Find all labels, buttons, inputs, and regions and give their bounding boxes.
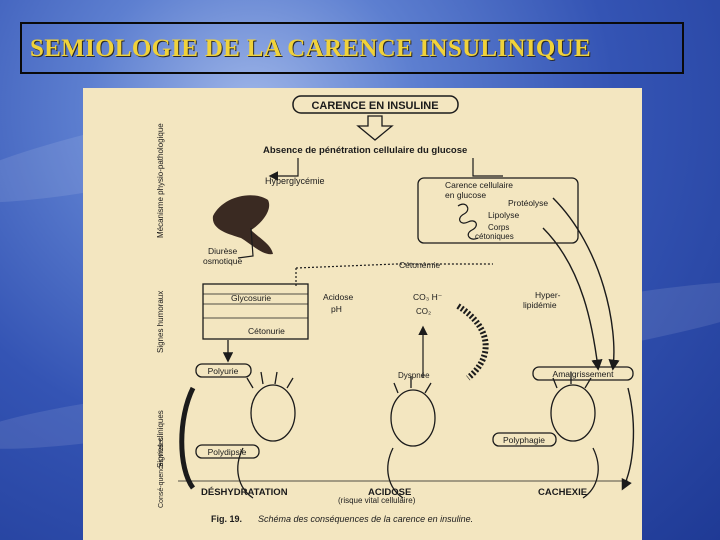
spiral-icon	[457, 203, 479, 240]
left-curved-arrow	[179, 386, 196, 490]
head-middle-icon	[387, 376, 436, 499]
cetoniques-label: cétoniques	[475, 232, 514, 241]
side-label-cliniques: Signes cliniques	[156, 410, 165, 468]
proteolyse-label: Protéolyse	[508, 198, 548, 208]
side-label-consequences: Consé-quences vitales	[158, 437, 165, 508]
amaigrissement-label: Amaigrissement	[553, 369, 615, 379]
head-left-icon	[237, 371, 296, 499]
carence-box	[292, 95, 459, 114]
corps-label: Corps	[488, 223, 509, 232]
caption-text: Schéma des conséquences de la carence en…	[258, 514, 473, 524]
pancreas-icon	[212, 195, 273, 255]
caption-fig: Fig. 19.	[211, 514, 242, 524]
head-right-icon	[550, 372, 599, 499]
hollow-arrow-down	[356, 115, 394, 141]
co3h-label: CO₃ H⁻	[413, 292, 443, 302]
glycosurie-label: Glycosurie	[231, 293, 271, 303]
hyperlipidemie-label: Hyper-	[535, 290, 561, 300]
carence-label: CARENCE EN INSULINE	[311, 100, 438, 112]
slide-title-box: SEMIOLOGIE DE LA CARENCE INSULINIQUE	[20, 22, 684, 74]
diurese-label: Diurèse	[208, 246, 238, 256]
cetonemie-line	[295, 263, 493, 269]
polyurie-box	[195, 363, 252, 378]
deshydratation-label: DÉSHYDRATATION	[201, 487, 288, 498]
dyspnee-label: Dyspnée	[398, 371, 430, 380]
arc-arrow	[542, 227, 603, 371]
carence-cellulaire-label-2: en glucose	[445, 190, 486, 200]
polydipsie-label: Polydipsie	[208, 447, 247, 457]
amaigrissement-box	[532, 366, 634, 381]
right-curved-arrow	[621, 387, 635, 491]
slide-title: SEMIOLOGIE DE LA CARENCE INSULINIQUE	[30, 35, 591, 62]
cachexie-label: CACHEXIE	[538, 487, 587, 498]
urine-container	[202, 283, 309, 340]
lipolyse-label: Lipolyse	[488, 210, 519, 220]
absence-label: Absence de pénétration cellulaire du glu…	[263, 145, 467, 156]
co2-label: CO₂	[416, 307, 431, 316]
acidose-label: ACIDOSE	[368, 487, 411, 498]
arc-arrow	[552, 197, 620, 371]
hyperlipidemie-label-2: lipidémie	[523, 300, 557, 310]
cetonurie-label: Cétonurie	[248, 326, 285, 336]
polydipsie-box	[195, 444, 260, 459]
diurese-arrow	[237, 227, 254, 259]
split-line-right	[472, 158, 503, 177]
cell-box	[417, 177, 579, 244]
side-label-humoraux: Signes humoraux	[156, 291, 165, 353]
hyperglycemie-label: Hyperglycémie	[265, 176, 325, 186]
polyphagie-box	[492, 432, 557, 447]
acidose-ph-label: Acidose	[323, 292, 354, 302]
polyurie-label: Polyurie	[208, 366, 239, 376]
side-label-mecanisme: Mécanisme physio-pathologique	[156, 123, 165, 238]
ph-label: pH	[331, 304, 342, 314]
striped-arrow	[456, 303, 489, 381]
carence-cellulaire-label: Carence cellulaire	[445, 180, 513, 190]
diagram-svg: Mécanisme physio-pathologique Signes hum…	[156, 95, 635, 524]
polyphagie-label: Polyphagie	[503, 435, 545, 445]
risque-label: (risque vital cellulaire)	[338, 496, 416, 505]
diagram-figure: Mécanisme physio-pathologique Signes hum…	[83, 88, 642, 540]
split-line	[268, 158, 299, 181]
cetonemie-label: Cétonémie	[399, 260, 440, 270]
osmotique-label: osmotique	[203, 256, 242, 266]
